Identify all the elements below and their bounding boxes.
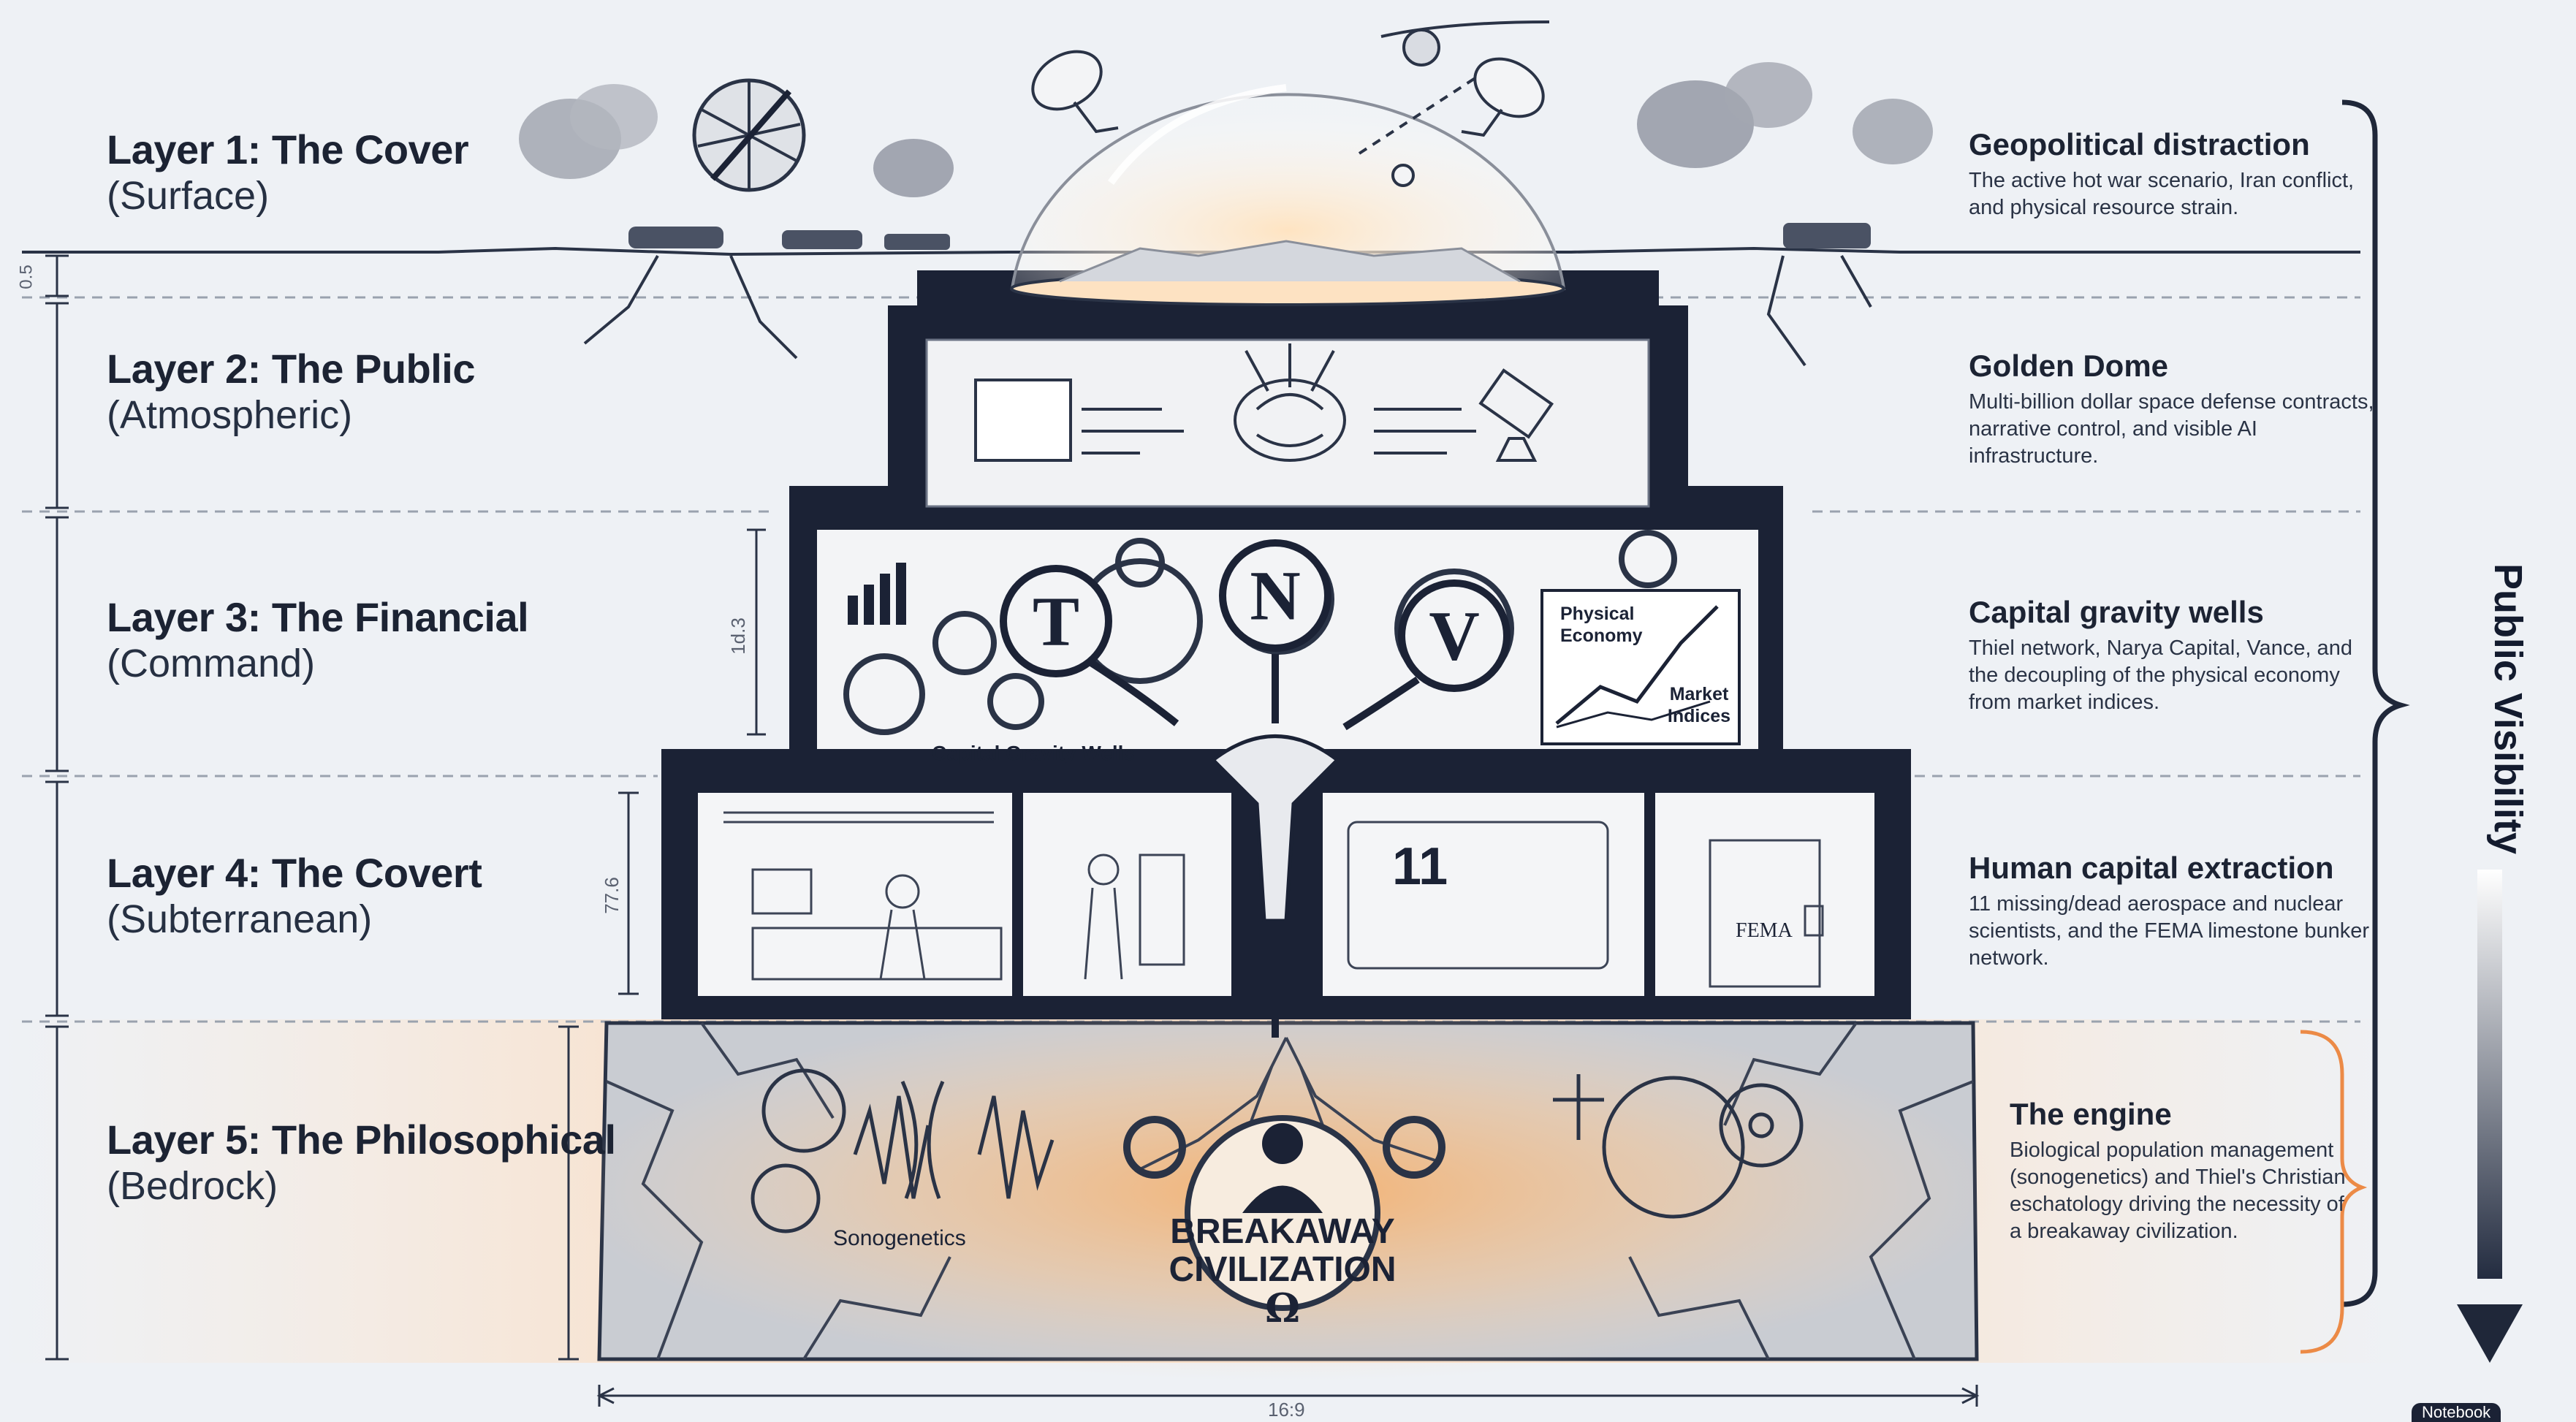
notebook-badge-label: Notebook xyxy=(2422,1403,2491,1421)
layer-3-description-heading: Capital gravity wells xyxy=(1969,595,2264,629)
layer-2-description-heading: Golden Dome xyxy=(1969,349,2169,383)
surface-war-scene xyxy=(519,62,1933,367)
sonogenetics-label: Sonogenetics xyxy=(833,1226,966,1250)
engine-core xyxy=(751,734,1804,1311)
layer-4-description: Human capital extraction 11 missing/dead… xyxy=(1969,850,2378,972)
visibility-gradient-bar xyxy=(2477,870,2502,1279)
dimension-mark-layer1: 0.5 xyxy=(16,265,37,289)
engine-bracket xyxy=(2300,1030,2368,1354)
layer-3-label: Layer 3: The Financial (Command) xyxy=(107,594,662,686)
layer-5-label: Layer 5: The Philosophical (Bedrock) xyxy=(107,1117,662,1209)
layer-2-description-body: Multi-billion dollar space defense contr… xyxy=(1969,390,2374,468)
layer-5-description-body: Biological population management (sonoge… xyxy=(2010,1138,2346,1243)
layer-1-description: Geopolitical distraction The active hot … xyxy=(1969,126,2378,221)
public-tier xyxy=(888,305,1688,514)
chart-market-indices-label: Market Indices xyxy=(1667,684,1731,726)
layer-1-label: Layer 1: The Cover (Surface) xyxy=(107,126,662,218)
dimension-mark-layer3: 1d.3 xyxy=(726,617,749,655)
notebook-badge[interactable]: Notebook xyxy=(2412,1403,2501,1422)
layer-3-description: Capital gravity wells Thiel network, Nar… xyxy=(1969,594,2378,716)
public-visibility-label: Public Visibility xyxy=(2435,563,2576,854)
layer-1-subtitle: (Surface) xyxy=(107,174,270,218)
visibility-down-arrow xyxy=(2457,1304,2523,1363)
layer-3-title: Layer 3: The Financial xyxy=(107,594,529,640)
layer-1-description-heading: Geopolitical distraction xyxy=(1969,127,2310,161)
layer-2-title: Layer 2: The Public xyxy=(107,346,476,392)
breakaway-civilization-label: BREAKAWAY CIVILIZATION Ω xyxy=(1136,1212,1429,1331)
orbit-and-satellites xyxy=(1031,20,1550,187)
layer-5-description: The engine Biological population managem… xyxy=(2010,1096,2353,1245)
layer-4-subtitle: (Subterranean) xyxy=(107,897,373,941)
left-measure-ticks xyxy=(45,254,1980,1407)
omega-symbol: Ω xyxy=(1264,1285,1301,1331)
layer-5-description-heading: The engine xyxy=(2010,1097,2172,1131)
layer-3-subtitle: (Command) xyxy=(107,642,316,685)
layer-2-subtitle: (Atmospheric) xyxy=(107,393,353,437)
gear-v-letter: V xyxy=(1429,596,1480,675)
capital-gravity-wells-label: Capital Gravity Wells xyxy=(932,742,1136,764)
layer-1-description-body: The active hot war scenario, Iran confli… xyxy=(1969,169,2355,219)
chart-physical-economy-label: Physical Economy xyxy=(1560,604,1643,646)
layer-4-label: Layer 4: The Covert (Subterranean) xyxy=(107,850,662,942)
fema-door-label: FEMA xyxy=(1736,919,1793,942)
layer-4-description-heading: Human capital extraction xyxy=(1969,851,2334,885)
breakaway-line-2: CIVILIZATION xyxy=(1169,1250,1397,1289)
layer-2-label: Layer 2: The Public (Atmospheric) xyxy=(107,346,662,438)
layer-2-description: Golden Dome Multi-billion dollar space d… xyxy=(1969,348,2378,470)
financial-tier xyxy=(789,486,1783,760)
layer-1-title: Layer 1: The Cover xyxy=(107,126,469,172)
breakaway-line-1: BREAKAWAY xyxy=(1170,1212,1395,1251)
layer-3-description-body: Thiel network, Narya Capital, Vance, and… xyxy=(1969,636,2352,714)
dimension-mark-layer4: 77.6 xyxy=(600,877,623,914)
dimension-mark-bottom: 16:9 xyxy=(1268,1399,1305,1421)
public-visibility-text: Public Visibility xyxy=(2486,563,2530,855)
golden-dome xyxy=(917,84,1659,314)
layer-5-subtitle: (Bedrock) xyxy=(107,1164,278,1208)
gear-n-letter: N xyxy=(1250,556,1301,635)
gear-t-letter: T xyxy=(1032,582,1080,661)
visibility-bracket xyxy=(2341,99,2410,1307)
layer-4-title: Layer 4: The Covert xyxy=(107,850,482,896)
layer-4-description-body: 11 missing/dead aerospace and nuclear sc… xyxy=(1969,892,2370,970)
missing-scientists-counter: 11 xyxy=(1392,837,1448,896)
layer-5-title: Layer 5: The Philosophical xyxy=(107,1117,616,1163)
ground-line xyxy=(22,246,2360,256)
